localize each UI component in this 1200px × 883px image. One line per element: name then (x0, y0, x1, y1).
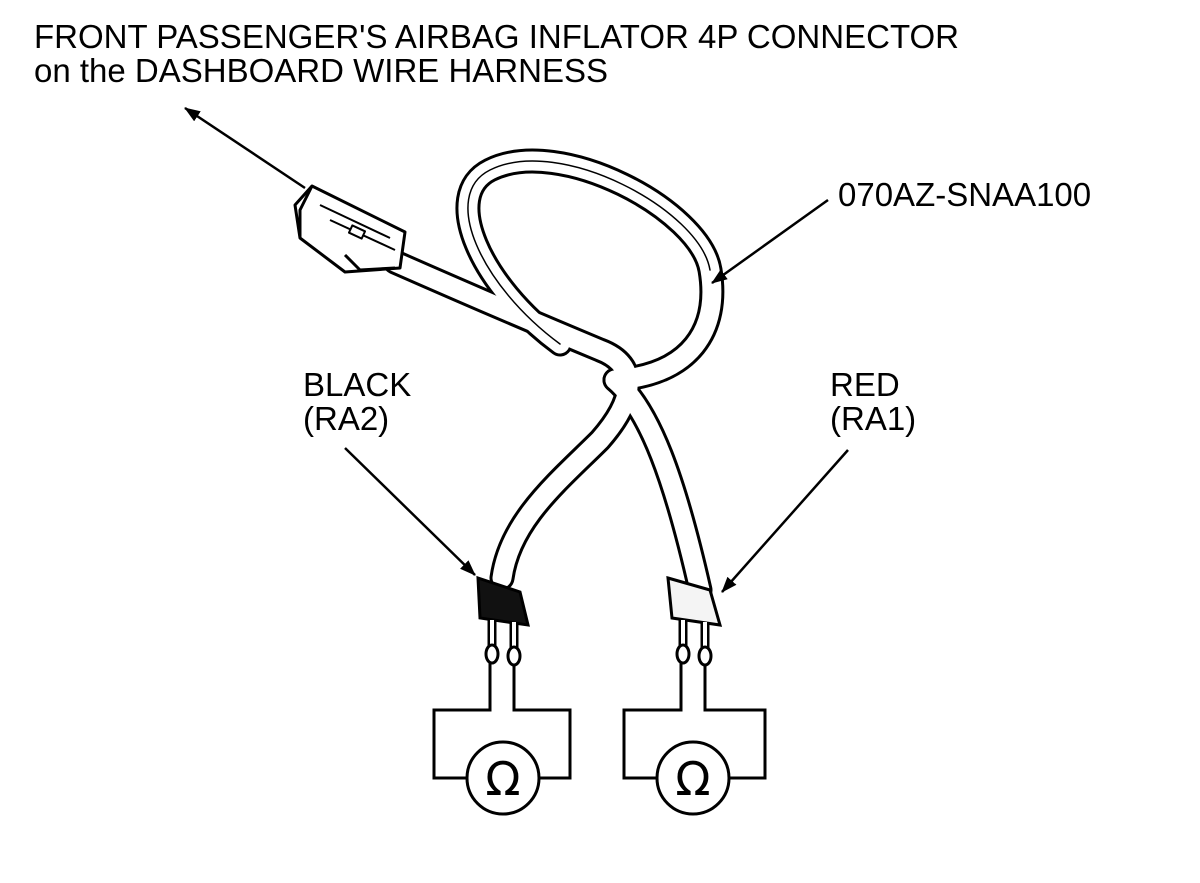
black-lead-terminal: (RA2) (303, 400, 390, 437)
arrow-from-part-number (711, 198, 829, 285)
ohmmeter-right: Ω (622, 663, 767, 816)
ohmmeter-left: Ω (432, 663, 572, 816)
connector-title-line2: on the DASHBOARD WIRE HARNESS (34, 52, 608, 89)
black-test-connector (476, 575, 530, 667)
arrow-from-black-label (344, 447, 476, 576)
red-test-connector (666, 575, 723, 667)
harness-cable (382, 148, 725, 603)
connector-title: FRONT PASSENGER'S AIRBAG INFLATOR 4P CON… (34, 20, 959, 88)
ohm-symbol-left: Ω (485, 752, 520, 806)
connector-title-line1: FRONT PASSENGER'S AIRBAG INFLATOR 4P CON… (34, 18, 959, 55)
arrow-to-title-connector (184, 106, 306, 190)
arrow-from-red-label (721, 449, 849, 593)
red-lead-color: RED (830, 366, 900, 403)
leader-arrows (184, 106, 849, 593)
part-number-label: 070AZ-SNAA100 (838, 176, 1092, 213)
ohm-symbol-right: Ω (675, 752, 710, 806)
black-lead-color: BLACK (303, 366, 412, 403)
inflator-4p-connector (293, 184, 407, 274)
red-lead-terminal: (RA1) (830, 400, 917, 437)
black-lead-label: BLACK (RA2) (303, 368, 411, 436)
red-lead-label: RED (RA1) (830, 368, 916, 436)
